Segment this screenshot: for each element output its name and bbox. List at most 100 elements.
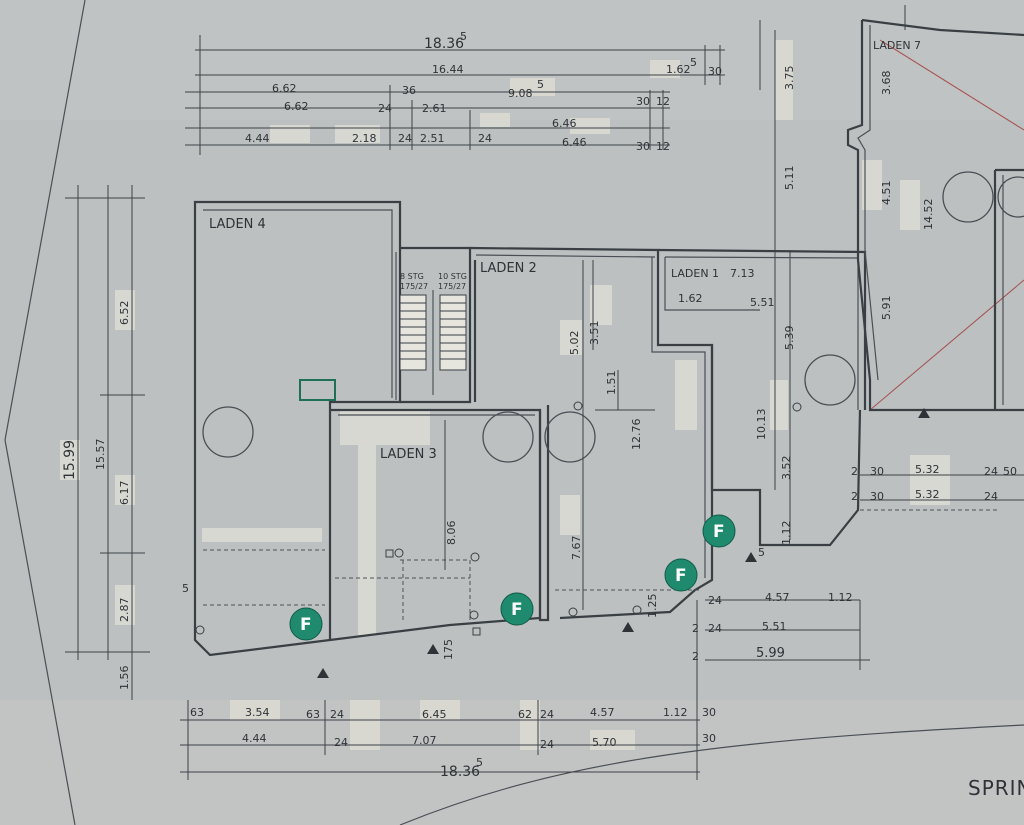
fire-marker-laden-1: F — [702, 514, 736, 548]
dim-inner-502: 5.02 — [568, 331, 581, 356]
fire-marker-laden-2: F — [664, 558, 698, 592]
dim-bottom-444: 4.44 — [242, 732, 267, 745]
dim-bottom-24c: 24 — [334, 736, 348, 749]
dim-right-532a: 5.32 — [915, 463, 940, 476]
stair-labels: 8 STG 175/27 10 STG 175/27 — [400, 272, 467, 291]
dim-left-d: 2.87 — [118, 598, 131, 623]
room-label-laden-1: LADEN 1 — [671, 267, 719, 280]
dim-right-112: 1.12 — [828, 591, 853, 604]
dim-top-row4-e: 24 — [478, 132, 492, 145]
top-dimension-lines — [185, 35, 725, 155]
dim-top-row3-b: 24 — [378, 102, 392, 115]
dim-top-overall: 18.36 — [424, 36, 464, 52]
column-laden-4 — [202, 406, 254, 458]
paper-fold-top — [0, 0, 1024, 120]
dim-right-30a: 30 — [870, 465, 884, 478]
dim-inner-767: 7.67 — [570, 536, 583, 561]
fixtures — [195, 379, 930, 678]
dim-top-row2-b: 36 — [402, 84, 416, 97]
fire-markers: F F F F — [289, 514, 736, 641]
dim-right-2a: 2 — [851, 465, 858, 478]
staircase — [399, 290, 467, 395]
left-dimension-texts: 15.99 15.57 6.52 6.17 2.87 1.56 5 — [62, 301, 189, 691]
dim-bottom-30a: 30 — [702, 706, 716, 719]
fire-marker-label: F — [511, 600, 523, 620]
dim-top-row4-a: 4.44 — [245, 132, 270, 145]
left-dimension-lines — [65, 185, 150, 700]
dim-top-row4-d: 2.51 — [420, 132, 445, 145]
stair-right-sub: 175/27 — [438, 282, 466, 291]
dim-top-row3-e: 30 — [636, 95, 650, 108]
dim-left-c: 6.17 — [118, 481, 131, 506]
dim-left-b: 6.52 — [118, 301, 131, 326]
dim-inner-351: 3.51 — [588, 321, 601, 346]
dim-inner-151: 1.51 — [605, 371, 618, 396]
dim-inner-1013: 10.13 — [755, 409, 768, 441]
dim-inner-591: 5.91 — [880, 296, 893, 321]
dim-right-24d: 24 — [708, 622, 722, 635]
dim-right-24b: 24 — [984, 490, 998, 503]
column-laden-2 — [544, 411, 596, 463]
dim-top-row2-a: 6.62 — [272, 82, 297, 95]
dim-bottom-63a: 63 — [190, 706, 204, 719]
dim-top-row4-b: 2.18 — [352, 132, 377, 145]
right-dimension-lines — [759, 5, 1024, 540]
paper-fold-bottom — [0, 700, 1024, 825]
right-dimension-texts: 2 30 5.32 24 50 2 30 5.32 24 4.57 1.12 5… — [692, 463, 1017, 663]
dim-left-overall: 15.99 — [62, 440, 78, 480]
dim-small-5: 5 — [758, 546, 765, 559]
dim-left-f: 5 — [182, 582, 189, 595]
dim-right-457: 4.57 — [765, 591, 790, 604]
dim-inner-162: 1.62 — [678, 292, 703, 305]
dim-inner-352: 3.52 — [780, 456, 793, 481]
dim-top-overall-sup: 5 — [460, 30, 467, 43]
dim-inner-125: 1.25 — [646, 594, 659, 619]
column-right-edge — [997, 176, 1024, 218]
column-laden-7 — [942, 171, 994, 223]
dim-inner-451: 4.51 — [880, 181, 893, 206]
dim-top-row1-b: 1.62 — [666, 63, 691, 76]
laden-4-walls — [193, 200, 402, 657]
dim-top-row4-f: 6.46 — [562, 136, 587, 149]
dim-top-row4-h: 12 — [656, 140, 670, 153]
room-label-laden-2: LADEN 2 — [480, 261, 537, 276]
dim-top-row2-d: 5 — [537, 78, 544, 91]
dim-right-24c: 24 — [708, 594, 722, 607]
dim-top-row2-c: 9.08 — [508, 87, 533, 100]
dim-small-175: 175 — [442, 639, 455, 660]
dim-bottom-24d: 24 — [540, 738, 554, 751]
dim-right-2d: 2 — [692, 650, 699, 663]
column-laden-3 — [482, 411, 534, 463]
dim-inner-1452: 14.52 — [922, 199, 935, 231]
dim-top-row3-f: 12 — [656, 95, 670, 108]
dim-top-row3-c: 2.61 — [422, 102, 447, 115]
dim-top-row4-g: 30 — [636, 140, 650, 153]
dim-bottom-112: 1.12 — [663, 706, 688, 719]
stair-left-sub: 175/27 — [400, 282, 428, 291]
dim-right-532b: 5.32 — [915, 488, 940, 501]
room-label-laden-4: LADEN 4 — [209, 217, 266, 232]
dim-bottom-645: 6.45 — [422, 708, 447, 721]
building-walls — [193, 18, 1024, 657]
stair-right-label: 10 STG — [438, 272, 467, 281]
dim-top-row1-c: 5 — [690, 56, 697, 69]
dim-inner-368: 3.68 — [880, 71, 893, 96]
dim-inner-112: 1.12 — [780, 521, 793, 546]
stair-left-label: 8 STG — [400, 272, 424, 281]
dim-right-50: 50 — [1003, 465, 1017, 478]
dim-bottom-overall: 18.36 — [440, 764, 480, 780]
dim-bottom-24b: 24 — [540, 708, 554, 721]
columns — [202, 171, 1024, 463]
fire-marker-laden-4: F — [289, 607, 323, 641]
dim-right-551: 5.51 — [762, 620, 787, 633]
street-label: SPRIN — [968, 776, 1024, 800]
dim-bottom-overall-sup: 5 — [476, 756, 483, 769]
dim-top-row3-a: 6.62 — [284, 100, 309, 113]
dim-top-row4-c: 24 — [398, 132, 412, 145]
dim-bottom-457: 4.57 — [590, 706, 615, 719]
stair-walls — [400, 246, 472, 404]
dim-top-row1-a: 16.44 — [432, 63, 464, 76]
dim-inner-1276: 12.76 — [630, 419, 643, 451]
top-dimension-texts: 18.36 5 16.44 1.62 5 30 6.62 36 9.08 5 6… — [245, 30, 722, 153]
